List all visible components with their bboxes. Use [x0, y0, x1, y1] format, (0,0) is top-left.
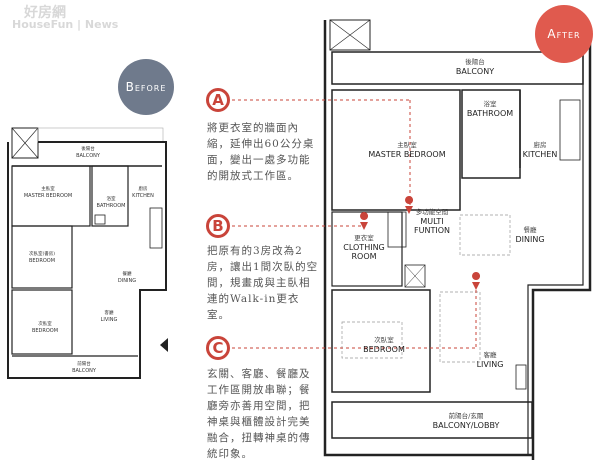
before-badge: Before [118, 59, 174, 115]
watermark-en: HouseFun | News [12, 18, 119, 31]
before-plan [7, 127, 168, 379]
note-b-text: 把原有的3房改為2房，讓出1間次臥的空間，規畫成與主臥相連的Walk-in更衣室… [207, 245, 319, 321]
location-pins [360, 196, 481, 290]
note-a-text: 將更衣室的牆面內縮，延伸出60公分桌面，變出一處多功能的開放式工作區。 [207, 122, 315, 182]
watermark-zh: 好房網 [24, 5, 66, 21]
note-c-text: 玄關、客廳、餐廳及工作區開放串聯；餐廳旁亦善用空間，把神桌與櫃體設計完美融合，扭… [207, 368, 311, 460]
marker-b: B [206, 214, 230, 238]
before-room-bedroom-study: 次臥室(書房)BEDROOM [28, 252, 56, 264]
pin-icon [405, 196, 414, 214]
after-plan [323, 19, 592, 460]
marker-c: C [206, 336, 230, 360]
pin-icon [472, 272, 481, 290]
pin-icon [360, 212, 369, 230]
marker-a: A [206, 88, 230, 112]
after-badge: After [535, 5, 593, 63]
connector-lines [232, 99, 477, 349]
watermark-logo: 好房網 HouseFun | News [12, 5, 119, 31]
